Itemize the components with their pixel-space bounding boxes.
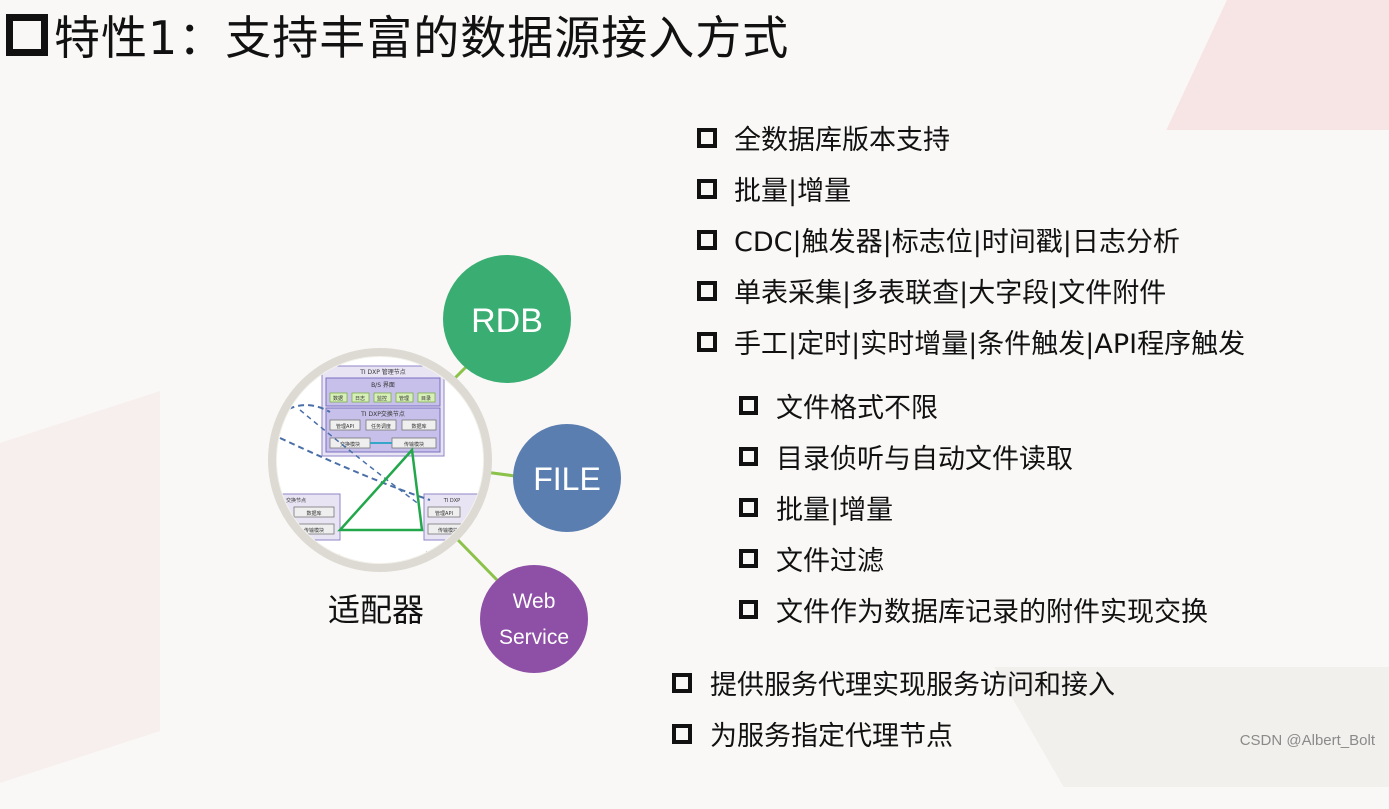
list-item: 文件过滤	[739, 533, 1208, 584]
list-item: 文件作为数据库记录的附件实现交换	[739, 584, 1208, 635]
node-rdb: RDB	[443, 255, 571, 383]
adapter-label: 适配器	[328, 591, 425, 629]
inset-exchange-header: TI DXP交换节点	[360, 410, 405, 418]
service-feature-list: 提供服务代理实现服务访问和接入 为服务指定代理节点	[672, 657, 1115, 759]
list-item-text: CDC|触发器|标志位|时间戳|日志分析	[734, 227, 1180, 258]
inset-left-node-item-1: 数据库	[306, 510, 321, 517]
bullet-square-icon	[697, 331, 717, 352]
inset-btn-3: 监控	[377, 395, 387, 402]
list-item-text: 批量|增量	[734, 176, 852, 207]
inset-left-node-item-2: 传输模块	[304, 527, 324, 534]
adapter-diagram-svg: TI DXP 管理节点 B/S 界面 数据 日志 监控 管理 目录 TI DXP…	[268, 255, 621, 673]
node-file-label: FILE	[533, 461, 601, 497]
inset-btn-2: 日志	[355, 395, 365, 402]
adapter-diagram: TI DXP 管理节点 B/S 界面 数据 日志 监控 管理 目录 TI DXP…	[0, 0, 660, 700]
bullet-square-icon	[697, 280, 717, 301]
list-item-text: 文件过滤	[776, 546, 884, 577]
list-item: 全数据库版本支持	[697, 112, 1245, 163]
list-item-text: 单表采集|多表联查|大字段|文件附件	[734, 278, 1167, 309]
list-item: 文件格式不限	[739, 380, 1208, 431]
bullet-square-icon	[672, 723, 692, 744]
list-item: 为服务指定代理节点	[672, 708, 1115, 759]
inset-btn-1: 数据	[333, 395, 343, 402]
list-item-text: 手工|定时|实时增量|条件触发|API程序触发	[734, 329, 1246, 360]
list-item-text: 文件作为数据库记录的附件实现交换	[776, 597, 1208, 628]
bullet-square-icon	[739, 600, 758, 619]
bullet-square-icon	[739, 498, 758, 517]
list-item: 批量|增量	[739, 482, 1208, 533]
inset-header: TI DXP 管理节点	[359, 368, 406, 376]
database-feature-list: 全数据库版本支持 批量|增量 CDC|触发器|标志位|时间戳|日志分析 单表采集…	[697, 112, 1245, 367]
list-item-text: 批量|增量	[776, 495, 894, 526]
watermark: CSDN @Albert_Bolt	[1239, 732, 1375, 749]
inset-left-node-header: 交换节点	[286, 497, 306, 504]
node-web-label-line2: Service	[499, 626, 569, 649]
slide-title-row: 特性1：支持丰富的数据源接入方式	[6, 0, 789, 70]
file-feature-list: 文件格式不限 目录侦听与自动文件读取 批量|增量 文件过滤 文件作为数据库记录的…	[739, 380, 1208, 635]
title-bullet-square	[6, 14, 48, 56]
adapter-lens: TI DXP 管理节点 B/S 界面 数据 日志 监控 管理 目录 TI DXP…	[268, 348, 492, 572]
bullet-square-icon	[697, 229, 717, 250]
inset-row1-b: 任务调度	[371, 423, 391, 430]
inset-row1-a: 管理API	[336, 423, 354, 430]
list-item-text: 文件格式不限	[776, 393, 938, 424]
node-web-label-line1: Web	[513, 590, 556, 613]
list-item: CDC|触发器|标志位|时间戳|日志分析	[697, 214, 1245, 265]
connector-webservice	[456, 538, 499, 582]
bullet-square-icon	[697, 178, 717, 199]
inset-right-node-item-1: 管理API	[435, 510, 453, 517]
list-item-text: 提供服务代理实现服务访问和接入	[710, 670, 1115, 701]
background-accent-top-right	[1166, 0, 1389, 130]
list-item: 手工|定时|实时增量|条件触发|API程序触发	[697, 316, 1245, 367]
inset-btn-4: 管理	[399, 395, 409, 402]
node-web-service: Web Service	[480, 565, 588, 673]
bullet-square-icon	[672, 672, 692, 693]
bullet-square-icon	[739, 447, 758, 466]
inset-subheader: B/S 界面	[371, 382, 395, 389]
bullet-square-icon	[739, 549, 758, 568]
inset-row1-c: 数据库	[411, 423, 426, 430]
list-item-text: 目录侦听与自动文件读取	[776, 444, 1073, 475]
list-item: 批量|增量	[697, 163, 1245, 214]
node-rdb-label: RDB	[471, 302, 543, 340]
inset-row2-a: 交换模块	[340, 441, 360, 448]
list-item-text: 为服务指定代理节点	[710, 721, 953, 752]
list-item-text: 全数据库版本支持	[734, 125, 950, 156]
inset-row2-b: 传输模块	[404, 441, 424, 448]
bullet-square-icon	[739, 396, 758, 415]
node-file: FILE	[513, 424, 621, 532]
list-item: 目录侦听与自动文件读取	[739, 431, 1208, 482]
list-item: 提供服务代理实现服务访问和接入	[672, 657, 1115, 708]
bullet-square-icon	[697, 127, 717, 148]
list-item: 单表采集|多表联查|大字段|文件附件	[697, 265, 1245, 316]
inset-right-node-item-2: 传输模块	[438, 527, 458, 534]
inset-btn-5: 目录	[421, 395, 431, 402]
slide-title: 特性1：支持丰富的数据源接入方式	[54, 11, 790, 65]
inset-right-node-header: TI DXP	[443, 498, 460, 504]
